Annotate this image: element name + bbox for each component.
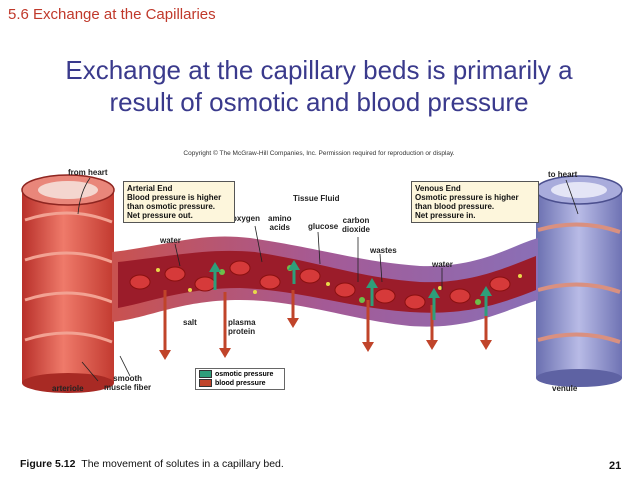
figure-number: Figure 5.12 xyxy=(20,458,76,470)
slide-headline: Exchange at the capillary beds is primar… xyxy=(20,54,618,118)
label-smooth-muscle-line-2: muscle fiber xyxy=(104,383,152,392)
blood-pressure-arrows xyxy=(159,290,492,360)
label-plasma-protein: plasma protein xyxy=(228,318,256,336)
arterial-box-line-2: Blood pressure is higher xyxy=(127,193,222,202)
label-amino-acids: amino acids xyxy=(268,214,292,232)
label-tissue-fluid: Tissue Fluid xyxy=(293,194,340,203)
legend-osmotic-label: osmotic pressure xyxy=(215,371,274,378)
label-smooth-muscle-line-1: smooth xyxy=(113,374,143,383)
blood-swatch xyxy=(199,379,212,388)
label-plasma-protein-line-2: protein xyxy=(228,327,256,336)
label-smooth-muscle-fiber: smooth muscle fiber xyxy=(104,374,151,392)
label-to-heart: to heart xyxy=(548,170,578,179)
osmotic-pressure-arrows xyxy=(209,260,492,320)
venous-box-line-3: than blood pressure. xyxy=(415,202,495,211)
label-arteriole: arteriole xyxy=(52,384,84,393)
venule-vessel xyxy=(535,175,623,387)
venous-box-title: Venous End xyxy=(415,184,461,193)
arterial-box-line-4: Net pressure out. xyxy=(127,211,193,220)
arterial-end-box: Arterial End Blood pressure is higher th… xyxy=(123,181,235,223)
label-oxygen: oxygen xyxy=(232,214,261,223)
label-venule: venule xyxy=(552,384,578,393)
headline-line-2: result of osmotic and blood pressure xyxy=(109,87,529,117)
legend-osmotic-row: osmotic pressure xyxy=(199,370,281,379)
label-wastes: wastes xyxy=(370,246,397,255)
capillary-tube xyxy=(112,236,538,327)
red-blood-cells xyxy=(129,260,511,310)
venous-end-box: Venous End Osmotic pressure is higher th… xyxy=(411,181,539,223)
arterial-box-title: Arterial End xyxy=(127,184,173,193)
page-number: 21 xyxy=(609,460,622,472)
label-amino-acids-line-1: amino xyxy=(268,214,292,223)
pressure-legend: osmotic pressure blood pressure xyxy=(195,368,285,390)
legend-blood-row: blood pressure xyxy=(199,379,281,388)
copyright-notice: Copyright © The McGraw-Hill Companies, I… xyxy=(183,150,455,157)
figure-caption-text: The movement of solutes in a capillary b… xyxy=(81,458,284,470)
section-title: 5.6 Exchange at the Capillaries xyxy=(8,6,216,23)
label-water-left: water xyxy=(160,236,181,245)
venous-box-line-2: Osmotic pressure is higher xyxy=(415,193,519,202)
label-glucose: glucose xyxy=(308,222,339,231)
solute-particles xyxy=(156,265,522,305)
venous-box-line-4: Net pressure in. xyxy=(415,211,476,220)
label-carbon-dioxide: carbon dioxide xyxy=(342,216,370,234)
label-amino-acids-line-2: acids xyxy=(269,223,291,232)
label-carbon-dioxide-line-2: dioxide xyxy=(342,225,371,234)
headline-line-1: Exchange at the capillary beds is primar… xyxy=(65,55,573,85)
leader-lines xyxy=(77,177,579,382)
label-carbon-dioxide-line-1: carbon xyxy=(342,216,370,225)
figure-caption: Figure 5.12 The movement of solutes in a… xyxy=(20,458,284,470)
label-salt: salt xyxy=(183,318,197,327)
label-water-right: water xyxy=(432,260,453,269)
legend-blood-label: blood pressure xyxy=(215,380,266,387)
osmotic-swatch xyxy=(199,370,212,379)
label-plasma-protein-line-1: plasma xyxy=(228,318,256,327)
arteriole-vessel xyxy=(21,174,115,393)
label-from-heart: from heart xyxy=(68,168,108,177)
arterial-box-line-3: than osmotic pressure. xyxy=(127,202,216,211)
